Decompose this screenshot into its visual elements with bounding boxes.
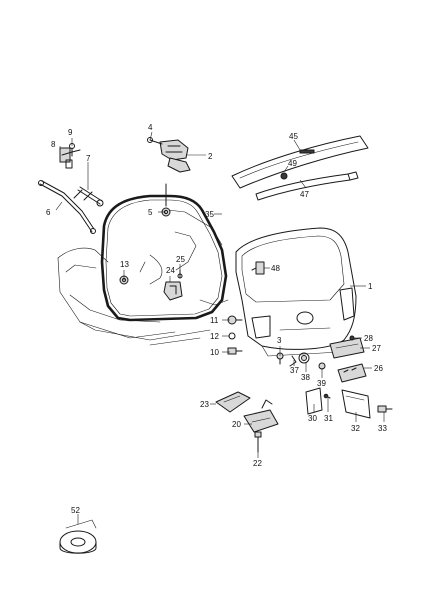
leader-lines	[55, 131, 385, 524]
callout-24: 24	[166, 266, 175, 275]
callout-30: 30	[308, 414, 317, 423]
strut-bracket	[59, 143, 81, 169]
bolt-33	[377, 405, 393, 413]
callout-10: 10	[210, 348, 219, 357]
tailgate-panel	[235, 227, 357, 357]
callout-1: 1	[368, 282, 373, 291]
callout-25: 25	[176, 255, 185, 264]
callout-33: 33	[378, 424, 387, 433]
callout-37: 37	[290, 366, 299, 375]
lock-cover-23	[215, 391, 251, 413]
callout-28: 28	[364, 334, 373, 343]
gas-strut	[38, 180, 96, 234]
hinge	[147, 137, 191, 173]
callout-12: 12	[210, 332, 219, 341]
callout-11: 11	[210, 316, 219, 325]
tailgate-seal	[100, 194, 228, 322]
adhesive-tape-roll	[59, 519, 97, 554]
callout-45: 45	[289, 132, 298, 141]
callout-32: 32	[351, 424, 360, 433]
callout-8: 8	[51, 140, 56, 149]
callout-labels: 1 2 3 4 5 6 7 8 9 10 11 12 13 20 22 23 2…	[46, 123, 387, 515]
callout-20: 20	[232, 420, 241, 429]
callout-52: 52	[71, 506, 80, 515]
callout-38: 38	[301, 373, 310, 382]
callout-5: 5	[148, 208, 153, 217]
grommet-37	[289, 355, 297, 367]
screw-31	[323, 393, 331, 399]
callout-48: 48	[271, 264, 280, 273]
callout-2: 2	[208, 152, 213, 161]
clip-48	[251, 261, 265, 275]
plate-30	[305, 387, 323, 415]
handle-housing	[329, 337, 365, 359]
bolt-22	[254, 431, 262, 453]
callout-6: 6	[46, 208, 51, 217]
plate-32	[341, 389, 371, 419]
bolt-11	[227, 315, 243, 325]
gas-strut-upper	[77, 186, 104, 207]
callout-4: 4	[148, 123, 153, 132]
bolt-10	[227, 347, 243, 355]
callout-49: 49	[288, 159, 297, 168]
switch-26	[337, 363, 367, 383]
clip-49	[280, 172, 288, 180]
callout-39: 39	[317, 379, 326, 388]
camera-38	[298, 352, 310, 364]
callout-22: 22	[253, 459, 262, 468]
callout-35: 35	[205, 210, 214, 219]
callout-23: 23	[200, 400, 209, 409]
callout-26: 26	[374, 364, 383, 373]
callout-13: 13	[120, 260, 129, 269]
callout-7: 7	[86, 154, 91, 163]
callout-47: 47	[300, 190, 309, 199]
callout-9: 9	[68, 128, 73, 137]
callout-3: 3	[277, 336, 282, 345]
lock-20	[243, 399, 279, 433]
trim-strip	[255, 171, 359, 201]
rear-spoiler	[231, 135, 369, 189]
callout-31: 31	[324, 414, 333, 423]
callout-27: 27	[372, 344, 381, 353]
striker-assembly	[163, 269, 183, 301]
screw-28	[349, 335, 355, 341]
vehicle-body-outline	[57, 209, 229, 346]
